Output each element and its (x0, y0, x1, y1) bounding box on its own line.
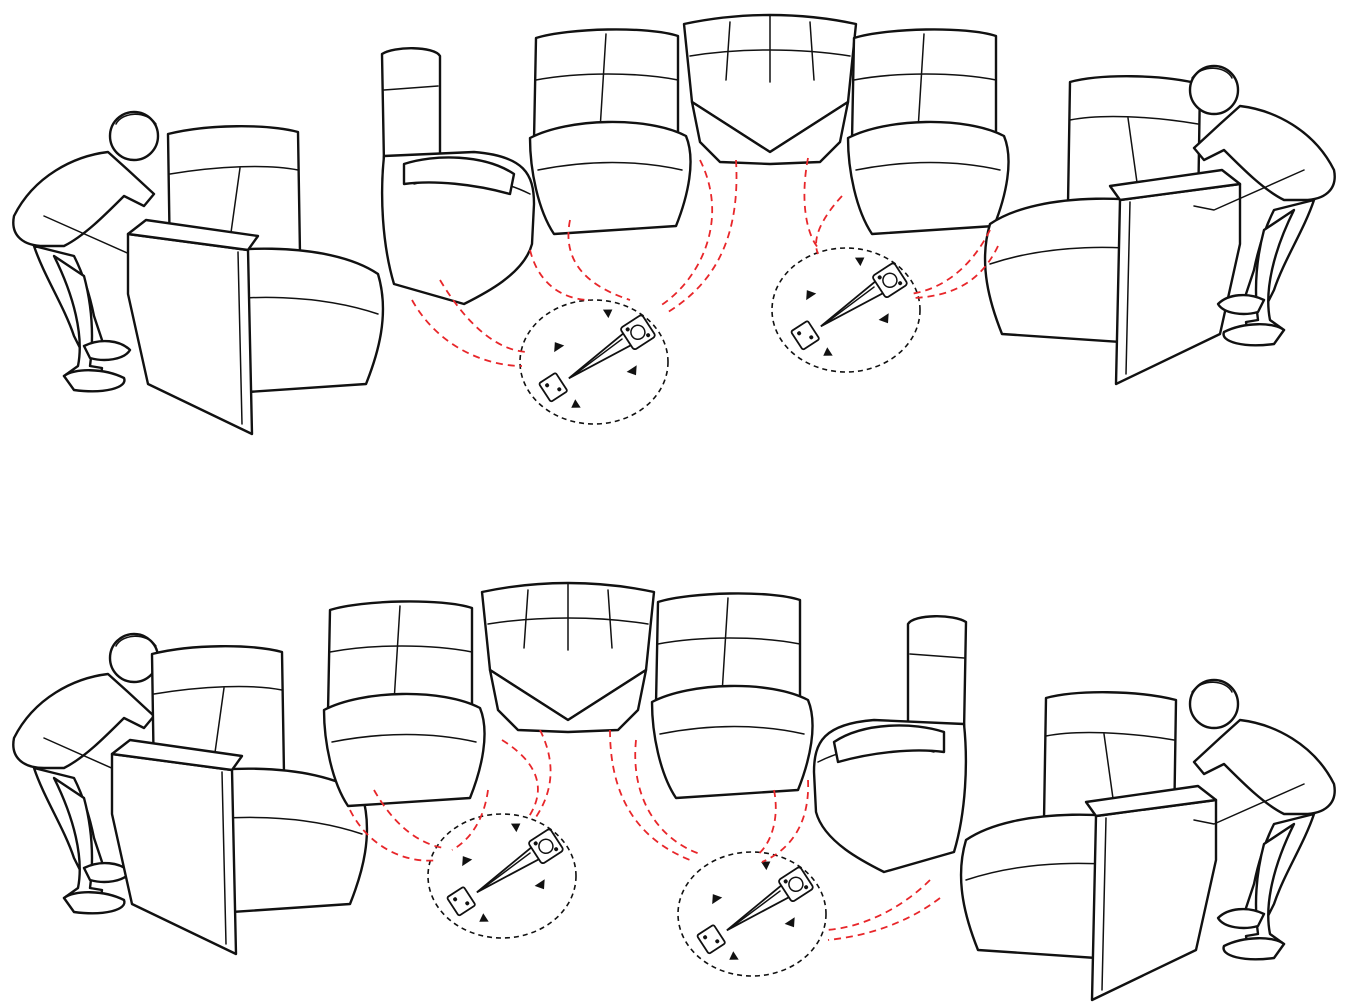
bottom-row (13, 583, 1334, 1000)
connector-link (826, 880, 930, 930)
connector-link (804, 158, 820, 250)
connector-link (910, 230, 990, 294)
armless-recliner-bottom (814, 616, 966, 872)
top-row (13, 15, 1334, 434)
armless-chair-top-1 (530, 29, 691, 234)
connector-link (534, 730, 551, 820)
recliner-left-arm-top (128, 126, 383, 434)
corner-wedge-bottom (482, 583, 654, 732)
armless-recliner-top (382, 48, 534, 304)
connector-link (502, 740, 538, 818)
connector-link (756, 790, 776, 856)
connector-link (412, 300, 522, 366)
recliner-right-arm-top (985, 76, 1240, 384)
connector-bracket-top-2 (772, 241, 920, 372)
armless-chair-bottom-1 (324, 601, 485, 806)
connector-bracket-bottom-1 (428, 807, 576, 938)
armless-chair-bottom-2 (652, 593, 813, 798)
recliner-right-arm-bottom (961, 692, 1216, 1000)
connector-link (828, 898, 940, 940)
connector-bracket-top-1 (520, 293, 668, 424)
corner-wedge-top (684, 15, 856, 164)
armless-chair-top-2 (848, 29, 1009, 234)
connector-link (816, 196, 842, 254)
connector-link (530, 250, 590, 300)
connector-bracket-bottom-2 (678, 845, 826, 976)
